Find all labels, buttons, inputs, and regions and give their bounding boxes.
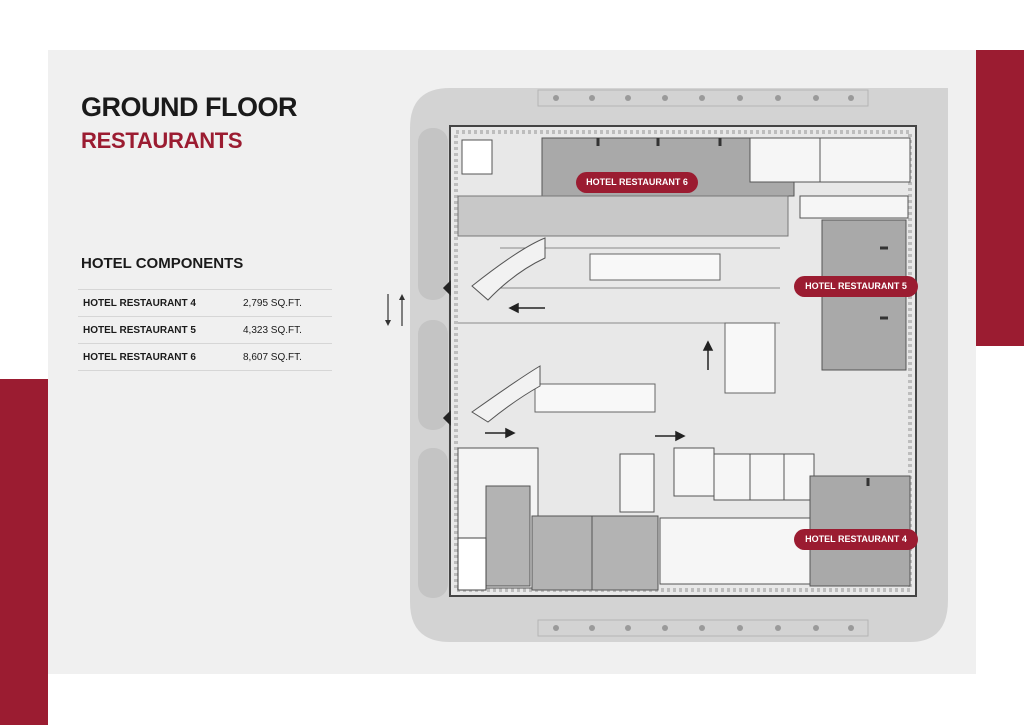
accent-bar-left: [0, 379, 48, 725]
restaurant-6-label: HOTEL RESTAURANT 6: [576, 172, 698, 193]
direction-arrows-icon: [385, 294, 405, 326]
component-name: HOTEL RESTAURANT 4: [83, 297, 196, 309]
page-title: GROUND FLOOR: [81, 92, 298, 122]
table-row: HOTEL RESTAURANT 4 2,795 SQ.FT.: [78, 290, 332, 317]
table-row: HOTEL RESTAURANT 5 4,323 SQ.FT.: [78, 317, 332, 344]
component-size: 8,607 SQ.FT.: [243, 351, 302, 363]
floor-plan: [410, 88, 948, 642]
table-row: HOTEL RESTAURANT 6 8,607 SQ.FT.: [78, 344, 332, 371]
restaurant-4-label: HOTEL RESTAURANT 4: [794, 529, 918, 550]
accent-bar-right: [976, 50, 1024, 346]
component-name: HOTEL RESTAURANT 5: [83, 324, 196, 336]
component-size: 2,795 SQ.FT.: [243, 297, 302, 309]
components-table: HOTEL RESTAURANT 4 2,795 SQ.FT. HOTEL RE…: [78, 289, 332, 371]
restaurant-5-label: HOTEL RESTAURANT 5: [794, 276, 918, 297]
page-subtitle: RESTAURANTS: [81, 128, 243, 153]
section-heading: HOTEL COMPONENTS: [81, 255, 244, 272]
component-size: 4,323 SQ.FT.: [243, 324, 302, 336]
component-name: HOTEL RESTAURANT 6: [83, 351, 196, 363]
